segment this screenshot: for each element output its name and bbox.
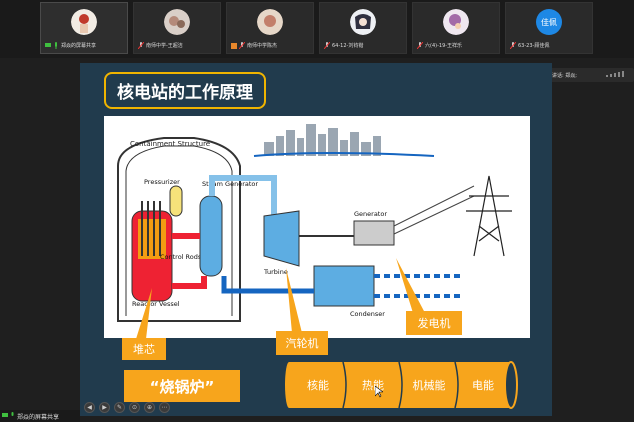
turbine-tag: 汽轮机 xyxy=(276,331,328,355)
mic-muted-icon xyxy=(238,41,246,49)
mic-icon xyxy=(53,41,59,49)
participant-name: 南师中学陈杰 xyxy=(247,42,278,49)
more-icon[interactable]: ⋯ xyxy=(159,402,170,413)
hand-icon xyxy=(231,42,237,49)
avatar xyxy=(443,9,469,35)
participant-tile[interactable]: 六(4)-19-王祥乐 xyxy=(412,2,500,54)
cursor-icon xyxy=(375,386,383,398)
control-rods-label: Control Rods xyxy=(160,253,202,261)
slide-title: 核电站的工作原理 xyxy=(104,72,266,109)
avatar xyxy=(350,9,376,35)
share-label: 郑焱的屏幕共享 xyxy=(17,413,60,421)
mic-icon xyxy=(10,412,15,420)
volume-icon xyxy=(606,71,630,79)
core-tag: 堆芯 xyxy=(122,338,166,360)
participant-name: 64-12-刘钧锴 xyxy=(332,42,364,49)
generator-label: Generator xyxy=(354,210,387,218)
avatar xyxy=(71,9,97,35)
chain-item: 电能 xyxy=(472,379,494,392)
mic-muted-icon xyxy=(138,41,145,49)
active-speaker-bar: 正在讲话: 郑焱; xyxy=(528,68,634,82)
avatar: 佳佩 xyxy=(536,9,562,35)
pointer-icon[interactable]: ⊙ xyxy=(129,402,140,413)
participant-tile[interactable]: 南师中学陈杰 xyxy=(226,2,314,54)
zoom-icon[interactable]: ⊕ xyxy=(144,402,155,413)
steam-generator-label: Steam Generator xyxy=(202,180,258,188)
chain-item: 机械能 xyxy=(412,379,446,392)
shared-slide: 核电站的工作原理 Containment Structure xyxy=(80,63,552,416)
participant-name: 郑焱的屏幕共享 xyxy=(61,42,97,49)
screen-share-icon xyxy=(45,42,51,49)
screen-share-icon xyxy=(2,412,8,420)
pressurizer-label: Pressurizer xyxy=(144,178,180,186)
prev-slide-icon[interactable]: ◀ xyxy=(84,402,95,413)
generator-tag: 发电机 xyxy=(406,311,462,335)
containment-label: Containment Structure xyxy=(130,140,210,148)
mic-muted-icon xyxy=(324,41,331,49)
chain-item: 核能 xyxy=(307,379,329,392)
participant-strip: 郑焱的屏幕共享 南师中学-王超洁 南师中学陈杰 xyxy=(0,0,634,58)
nuclear-plant-diagram: Containment Structure Reactor Vessel Con… xyxy=(104,116,530,338)
energy-chain: 核能 热能 机械能 电能 xyxy=(285,360,523,410)
boiler-label: “烧锅炉” xyxy=(124,370,240,402)
next-slide-icon[interactable]: ▶ xyxy=(99,402,110,413)
speaker-text: 正在讲话: 郑焱; xyxy=(542,72,577,79)
condenser-label: Condenser xyxy=(350,310,385,318)
reactor-label: Reactor Vessel xyxy=(132,300,180,308)
chain-item: 热能 xyxy=(362,379,384,392)
turbine-label: Turbine xyxy=(263,268,288,276)
avatar xyxy=(257,9,283,35)
mic-muted-icon xyxy=(417,41,424,49)
pen-icon[interactable]: ✎ xyxy=(114,402,125,413)
participant-name: 63-23-顾佳佩 xyxy=(518,42,550,49)
participant-tile[interactable]: 郑焱的屏幕共享 xyxy=(40,2,128,54)
participant-tile[interactable]: 64-12-刘钧锴 xyxy=(319,2,407,54)
slide-controls: ◀ ▶ ✎ ⊙ ⊕ ⋯ xyxy=(84,402,170,414)
participant-name: 南师中学-王超洁 xyxy=(146,42,183,49)
participant-tile[interactable]: 南师中学-王超洁 xyxy=(133,2,221,54)
participant-tile[interactable]: 佳佩 63-23-顾佳佩 xyxy=(505,2,593,54)
avatar xyxy=(164,9,190,35)
mic-muted-icon xyxy=(510,41,517,49)
share-status: 郑焱的屏幕共享 xyxy=(0,410,80,422)
participant-name: 六(4)-19-王祥乐 xyxy=(425,42,463,49)
